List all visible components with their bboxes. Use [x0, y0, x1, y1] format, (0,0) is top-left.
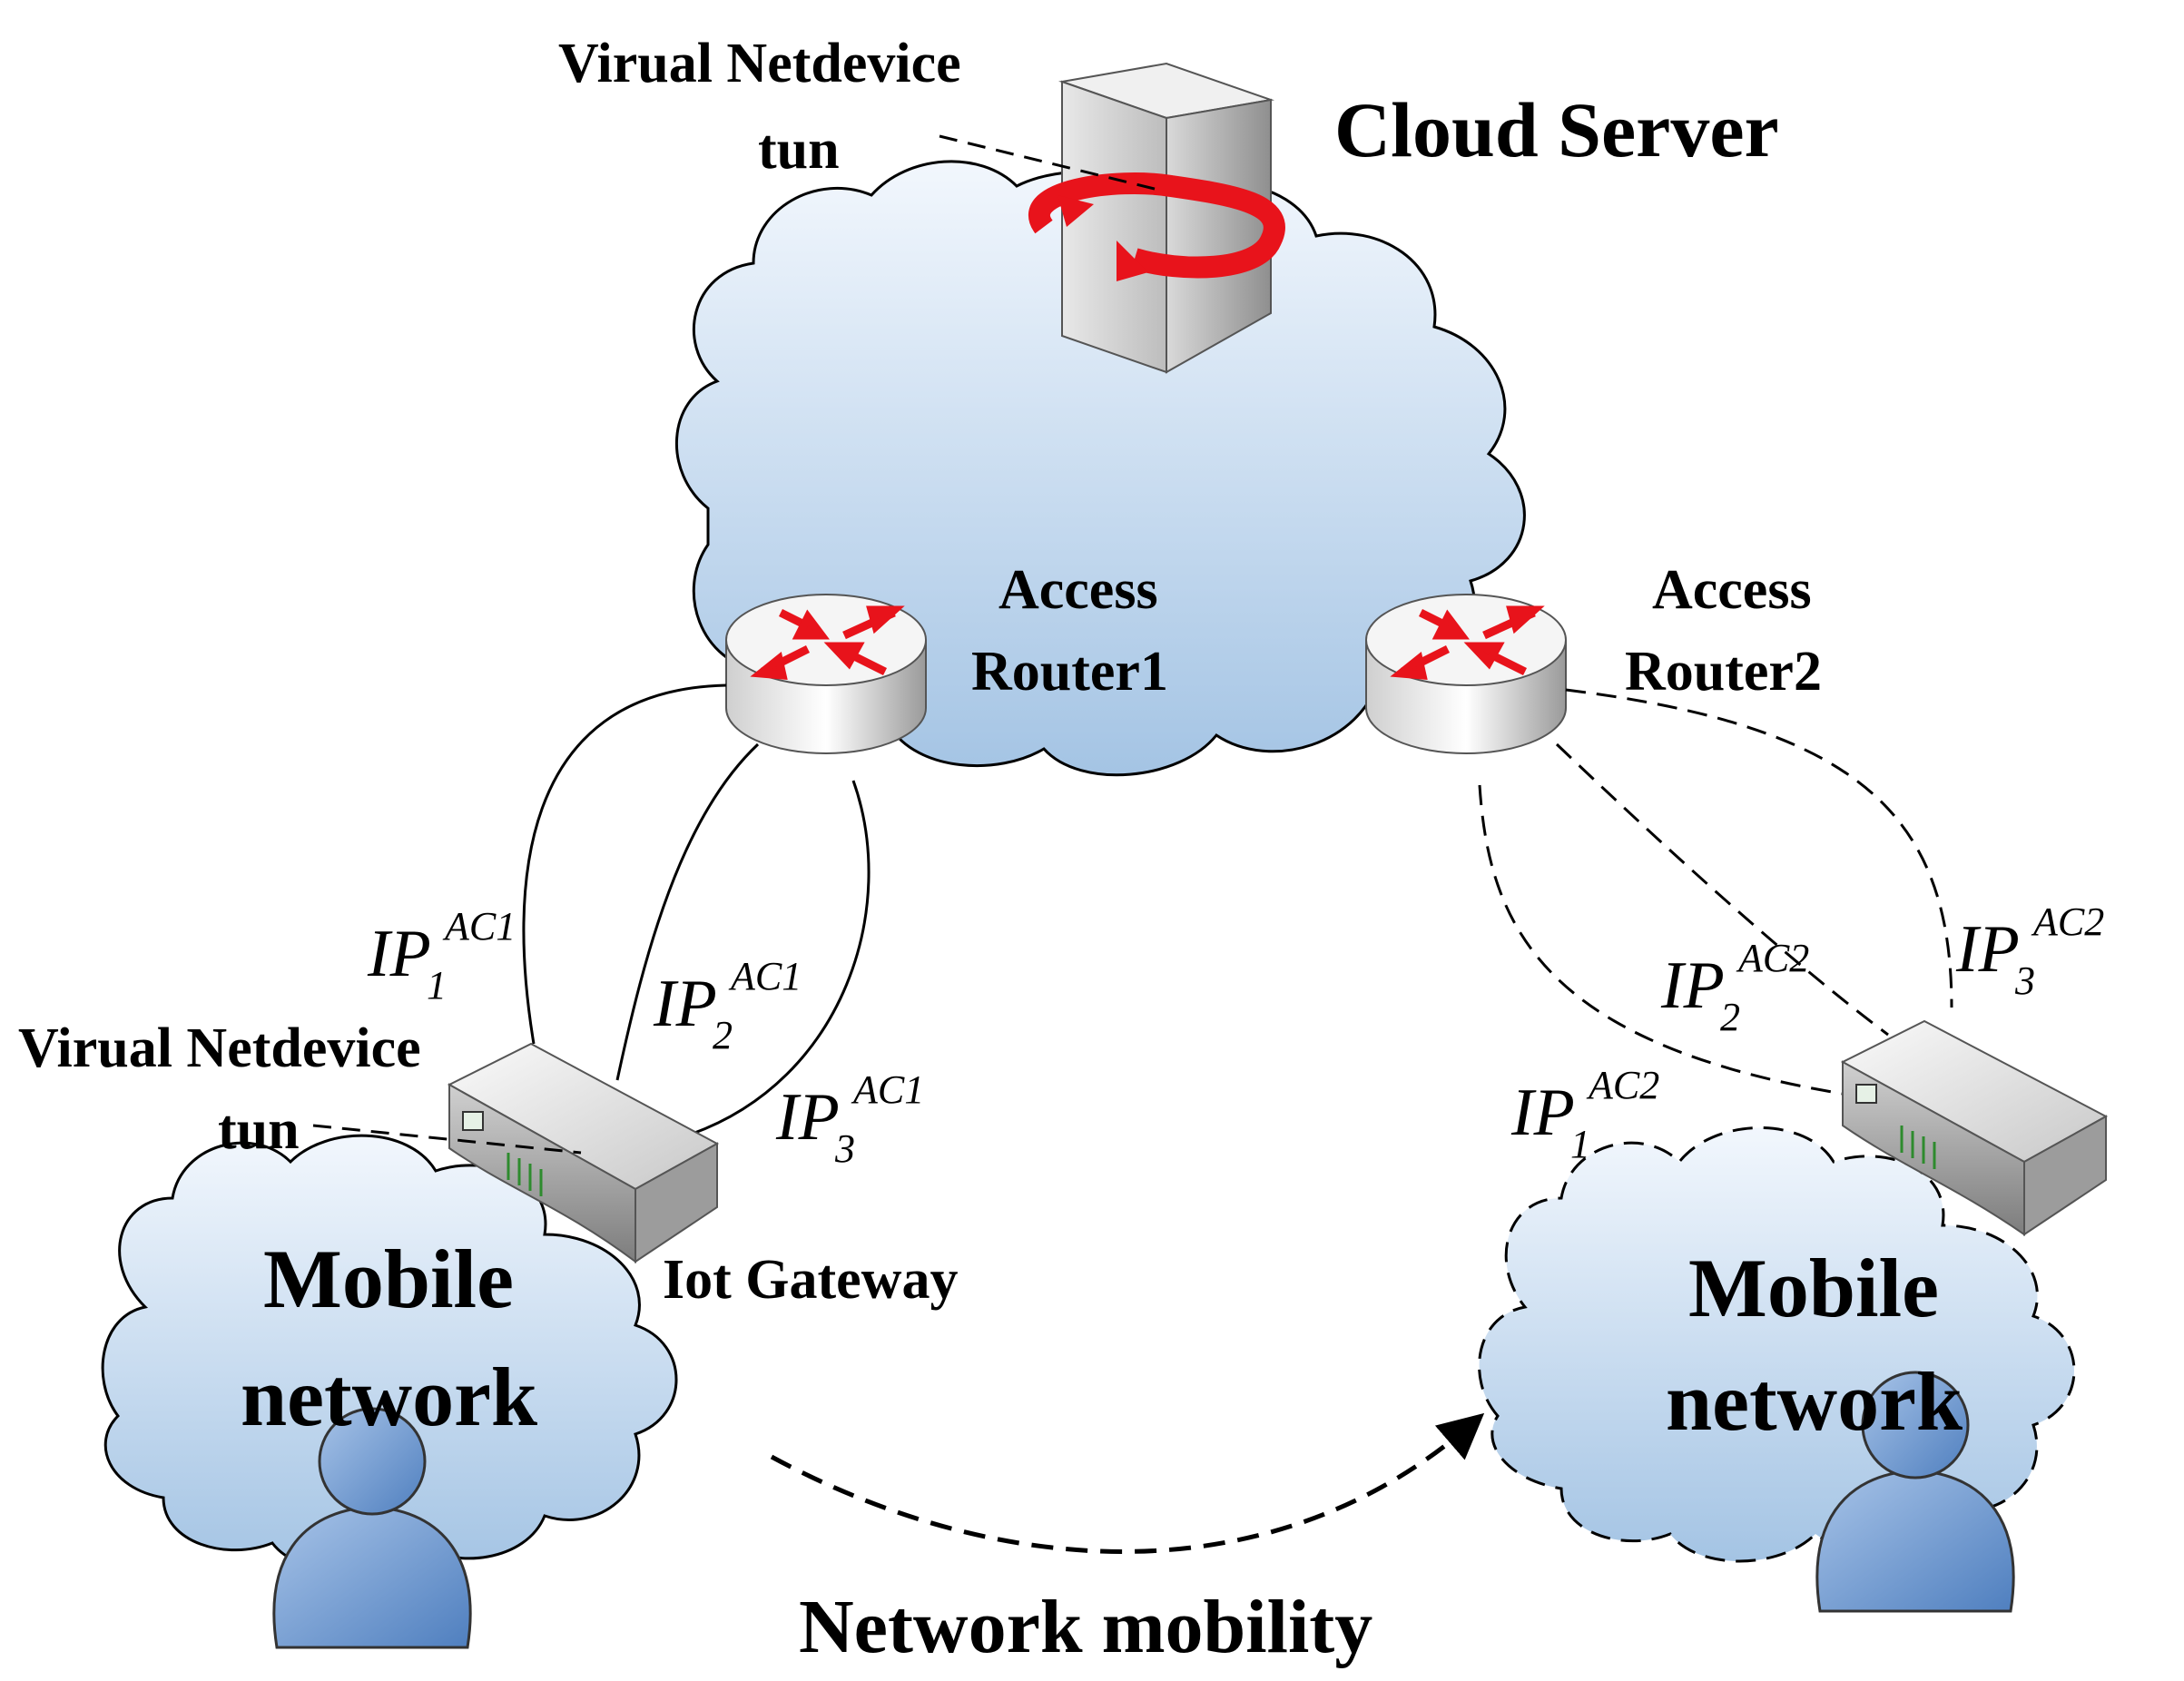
ip-label-left-3: IP 3 AC1	[775, 1067, 924, 1171]
network-mobility-label: Network mobility	[799, 1585, 1372, 1669]
links-ar2	[1478, 688, 1953, 1096]
ip-base: IP	[1510, 1076, 1575, 1150]
ip-sup: AC1	[851, 1067, 924, 1112]
iot-gateway-label: Iot Gateway	[663, 1249, 958, 1311]
link-ip2-ac1	[615, 742, 760, 1081]
ip-sup: AC1	[728, 954, 802, 998]
mobile-network-left-line1: Mobile	[263, 1233, 514, 1325]
iot-gateway-moved-icon	[1840, 1019, 2109, 1236]
tun-link-server	[939, 134, 1163, 192]
ip-sup: AC2	[1736, 936, 1809, 980]
rotation-arrow-icon	[1028, 172, 1285, 279]
user-icon-left	[272, 1407, 472, 1649]
mobility-arrow	[770, 1412, 1485, 1554]
ip-base: IP	[1660, 949, 1725, 1023]
mobile-network-cloud-left	[101, 1134, 678, 1572]
ip-sub: 3	[834, 1126, 855, 1171]
mobile-network-left-line2: network	[241, 1351, 538, 1443]
access-router1-line2: Router1	[971, 641, 1168, 703]
access-router1-icon	[725, 594, 927, 754]
cloud-server-icon	[1028, 62, 1285, 374]
ip-label-right-3: IP 3 AC2	[1955, 899, 2104, 1003]
link-ip3-ac1	[689, 780, 871, 1136]
access-router2-line2: Router2	[1625, 641, 1822, 703]
ip-sub: 3	[2014, 958, 2035, 1003]
link-ip2-ac2	[1555, 742, 1889, 1037]
ip-base: IP	[367, 917, 431, 991]
virtual-netdevice-bottom-line1: Virual Netdevice	[18, 1017, 421, 1079]
ip-sub: 1	[1570, 1122, 1590, 1166]
virtual-netdevice-top-line1: Virual Netdevice	[558, 33, 961, 94]
ip-base: IP	[1955, 912, 2020, 987]
ip-sup: AC2	[2031, 899, 2104, 944]
ip-sub: 1	[427, 963, 447, 1008]
ip-base: IP	[775, 1080, 840, 1155]
cloud-server-title: Cloud Server	[1334, 86, 1779, 173]
ip-base: IP	[653, 967, 717, 1041]
ip-label-left-1: IP 1 AC1	[367, 904, 516, 1008]
ip-label-left-2: IP 2 AC1	[653, 954, 802, 1057]
tun-link-gateway	[312, 1124, 582, 1155]
user-icon-right	[1815, 1371, 2015, 1613]
link-ip3-ac2	[1565, 688, 1953, 1008]
ip-sup: AC1	[442, 904, 516, 949]
links-ar1	[522, 683, 871, 1136]
iot-gateway-icon	[447, 1042, 720, 1263]
ip-label-right-2: IP 2 AC2	[1660, 936, 1809, 1039]
ip-sub: 2	[1720, 995, 1740, 1039]
access-router2-icon	[1365, 594, 1567, 754]
access-router2-line1: Access	[1652, 559, 1812, 621]
virtual-netdevice-bottom-line2: tun	[218, 1099, 300, 1161]
link-ip1-ac1	[522, 683, 727, 1045]
link-ip1-ac2	[1478, 784, 1844, 1096]
ip-sup: AC2	[1586, 1063, 1659, 1107]
ip-sub: 2	[713, 1013, 733, 1057]
mobile-network-right-line2: network	[1666, 1355, 1963, 1448]
virtual-netdevice-top-line2: tun	[758, 119, 840, 181]
mobile-network-right-line1: Mobile	[1688, 1242, 1939, 1334]
access-router1-line1: Access	[999, 559, 1158, 621]
ip-label-right-1: IP 1 AC2	[1510, 1063, 1659, 1166]
